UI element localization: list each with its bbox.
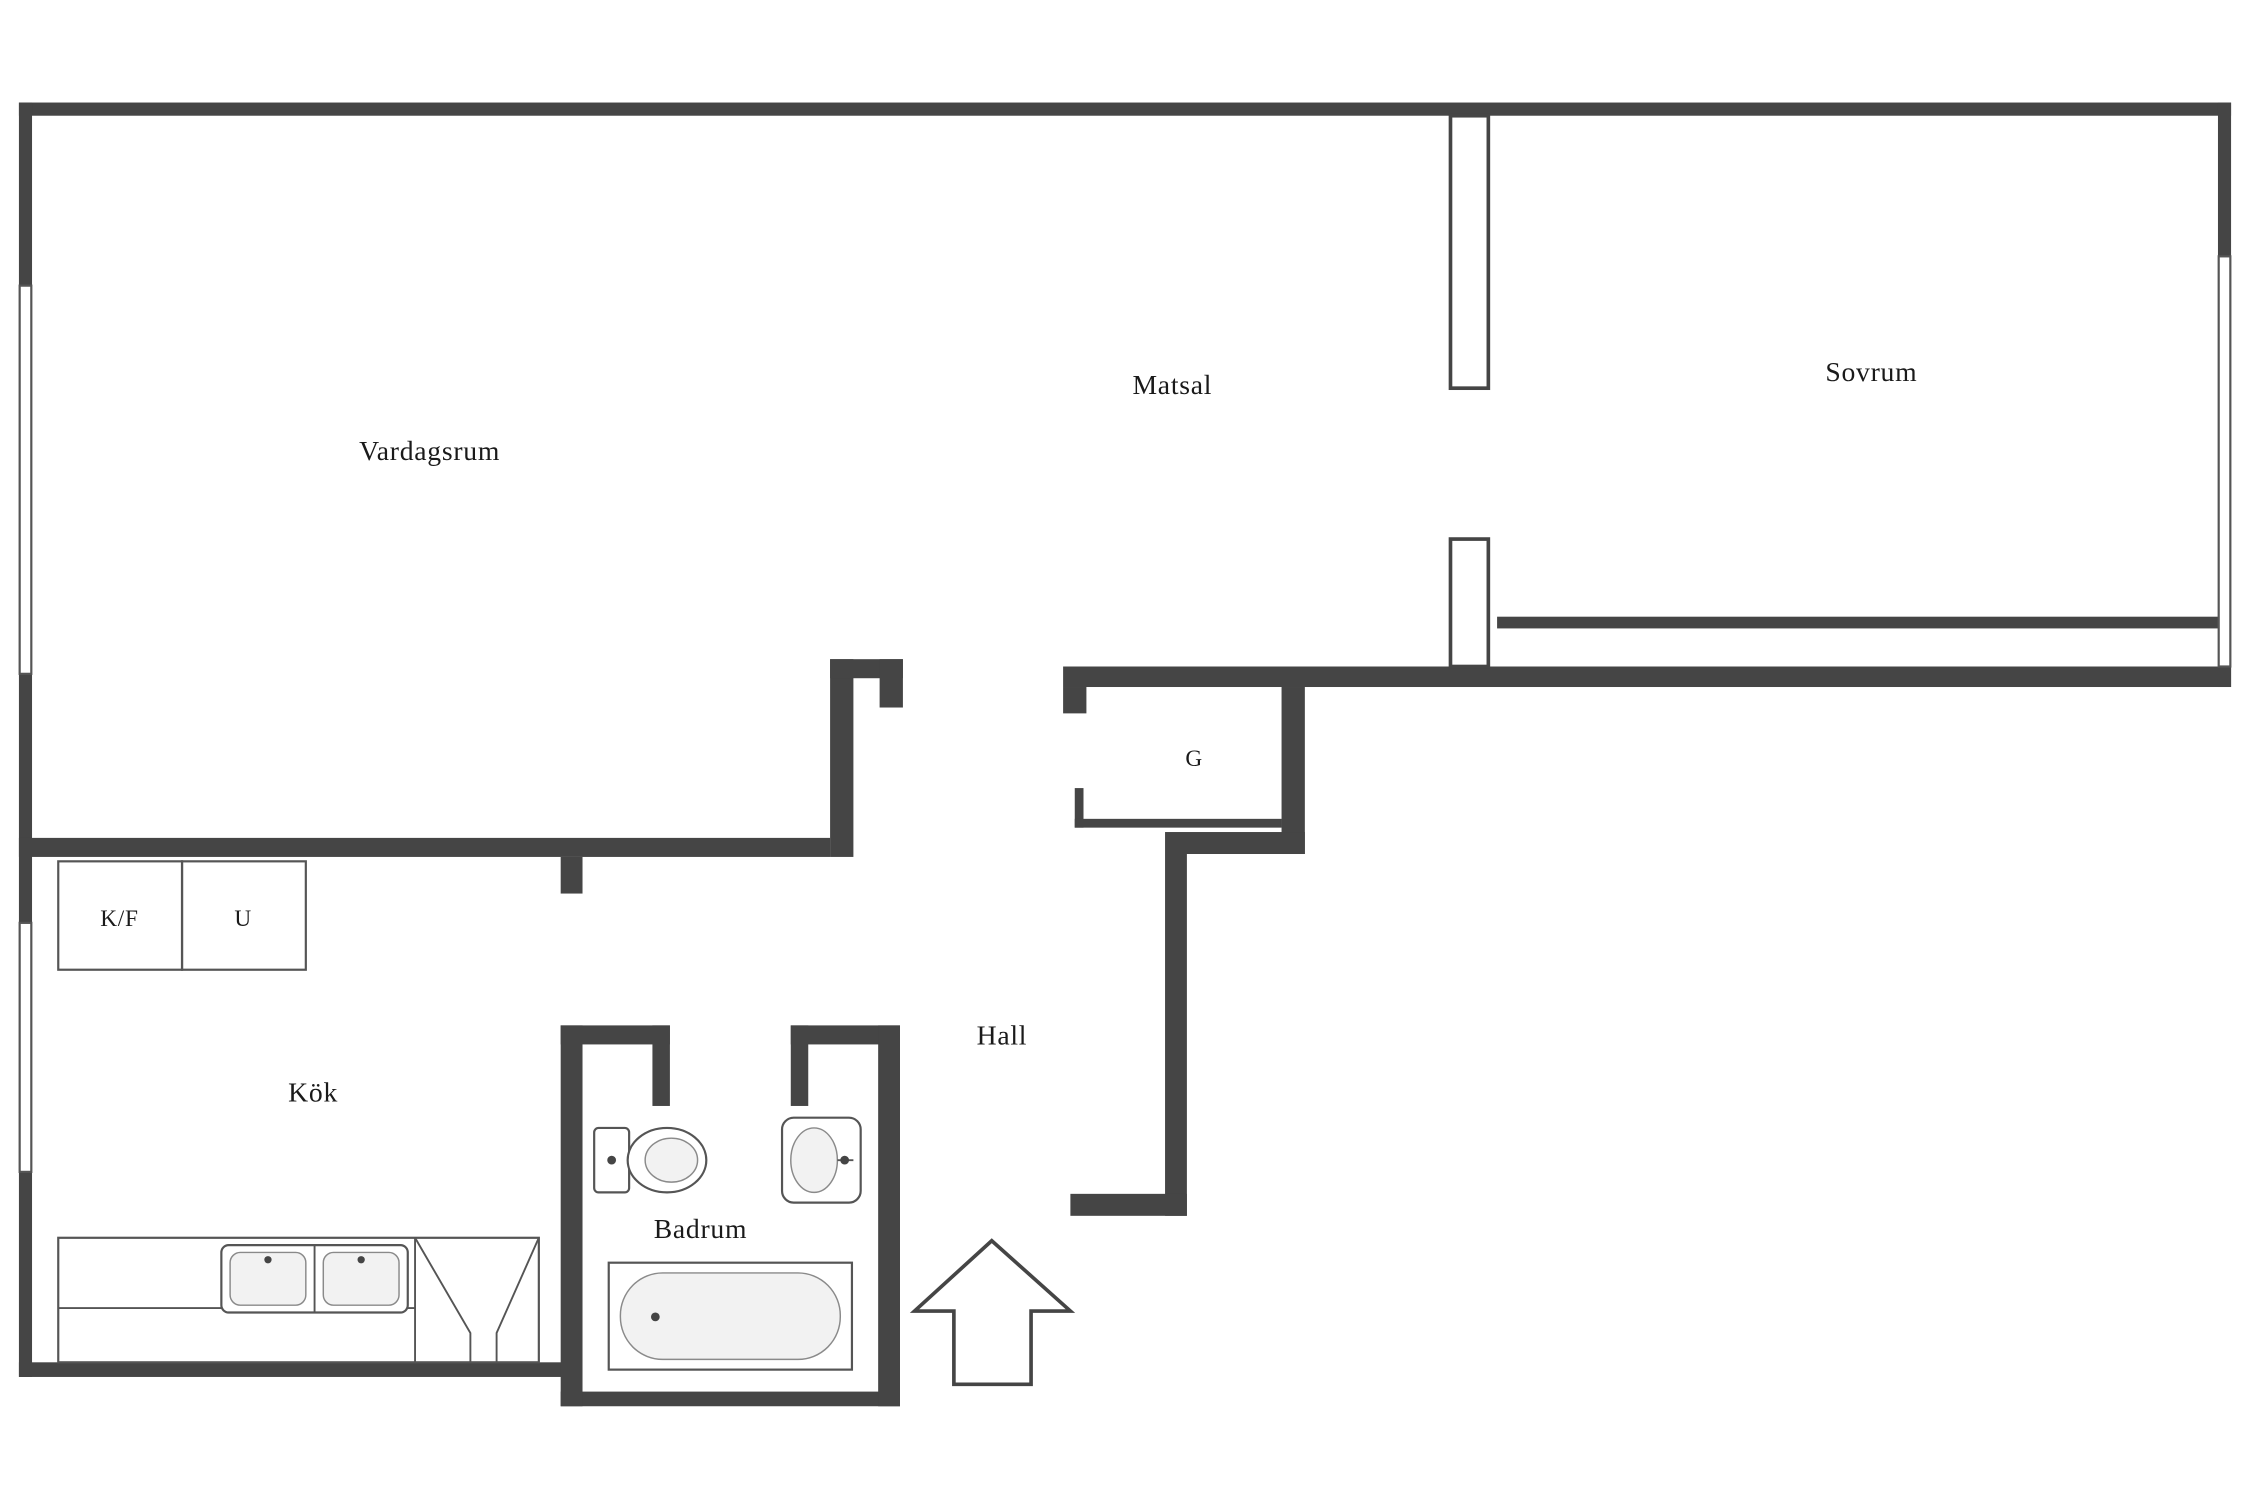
wall-divider-lower: [1448, 537, 1491, 669]
wall-bathroom-top-left: [560, 1025, 670, 1045]
wall-bedroom-bottom: [1497, 616, 2218, 629]
label-badrum: Badrum: [654, 1214, 748, 1245]
bathroom-sink: [780, 1116, 862, 1204]
wall-hall-east-lower: [1165, 854, 1187, 1216]
label-sovrum: Sovrum: [1825, 357, 1917, 388]
label-kok: Kök: [288, 1077, 338, 1108]
wall-kitchen-door-stub: [560, 856, 583, 894]
wall-bathroom-left: [560, 1025, 583, 1407]
wall-left-upper: [18, 102, 33, 286]
wall-bathroom-right: [878, 1025, 900, 1407]
wall-kitchen-bottom: [18, 1362, 573, 1377]
wall-bathroom-top-right: [790, 1025, 900, 1045]
wall-livingroom-corner-vertical: [830, 659, 854, 857]
window-left-living: [18, 284, 33, 675]
wall-top: [18, 102, 2232, 116]
bathtub-drain: [650, 1312, 660, 1322]
label-hall: Hall: [977, 1020, 1028, 1051]
wall-closet-left: [1074, 788, 1084, 828]
label-closet-g: G: [1185, 746, 1203, 772]
corner-cabinet-right-edge: [495, 1237, 540, 1363]
label-vardagsrum: Vardagsrum: [359, 436, 500, 467]
exterior-walls: [18, 102, 2232, 1407]
corner-cabinet: [414, 1237, 540, 1363]
kitchen-counter: [57, 1236, 540, 1364]
oven-box: [180, 860, 307, 971]
window-left-kitchen: [18, 921, 33, 1173]
entrance-arrow: [909, 1238, 1076, 1387]
wall-bathroom-bottom: [560, 1391, 900, 1407]
bathtub-inner: [619, 1272, 842, 1361]
kitchen-double-sink: [220, 1244, 409, 1314]
wall-south-of-right-wing: [1063, 666, 2232, 688]
room-labels: Vardagsrum Matsal Sovrum K/F U Kök Hall …: [100, 357, 1917, 1245]
bathtub: [607, 1261, 854, 1371]
wall-hall-east-upper: [1281, 687, 1305, 855]
wall-divider-upper: [1448, 113, 1491, 391]
wall-left-lower: [18, 1171, 33, 1377]
sink-basin-left: [229, 1251, 307, 1306]
wall-closet-tab: [1063, 687, 1087, 714]
corner-cabinet-left-edge: [414, 1237, 472, 1363]
wall-bathroom-door-jamb-right: [790, 1025, 809, 1106]
bathroom-sink-faucet: [840, 1155, 850, 1165]
wall-bathroom-door-jamb-left: [652, 1025, 670, 1106]
wall-closet-bottom: [1074, 818, 1282, 828]
label-fridge-freezer: K/F: [100, 906, 138, 932]
wall-left-middle: [18, 673, 33, 923]
windows: [18, 255, 2232, 1173]
divider-walls: [1448, 113, 1491, 669]
toilet-button: [607, 1155, 617, 1165]
label-oven: U: [234, 906, 252, 932]
toilet-bowl-inner: [644, 1137, 699, 1183]
wall-right-upper: [2217, 102, 2232, 257]
wall-livingroom-bottom: [18, 837, 831, 857]
wall-hall-east-step: [1165, 832, 1305, 855]
appliance-boxes: [57, 860, 307, 971]
sink-basin-right: [322, 1251, 400, 1306]
toilet: [593, 1126, 708, 1194]
sink-drain-right: [357, 1256, 365, 1264]
label-matsal: Matsal: [1132, 370, 1212, 401]
bathroom-sink-basin: [790, 1127, 839, 1194]
wall-hall-bottom: [1070, 1193, 1187, 1216]
closet-g-walls: [1074, 788, 1282, 828]
interior-walls: [18, 616, 2218, 1407]
sink-drain-left: [264, 1256, 272, 1264]
wall-livingroom-corner-jamb: [879, 659, 903, 708]
window-right-bedroom: [2217, 255, 2232, 668]
